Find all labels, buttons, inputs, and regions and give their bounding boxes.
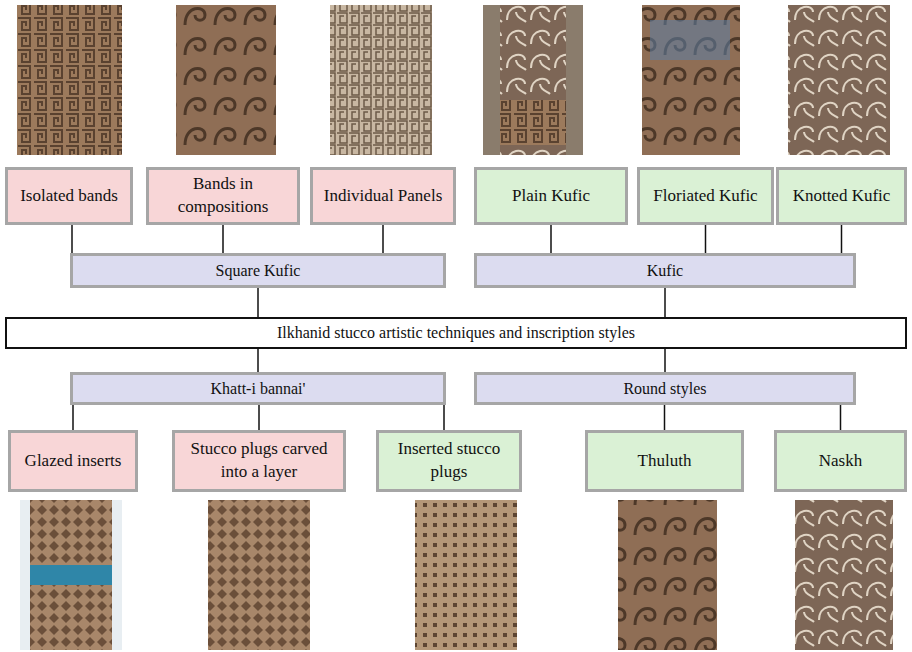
style-box: Plain Kufic (474, 167, 628, 225)
box-label: Square Kufic (216, 261, 301, 280)
connector-line (664, 349, 666, 372)
connector-line (257, 349, 259, 372)
connector-line (222, 225, 224, 253)
box-label: Knotted Kufic (793, 185, 891, 208)
connector-line (841, 225, 843, 253)
connector-line (664, 288, 666, 317)
box-label: Round styles (623, 379, 706, 398)
style-box: Floriated Kufic (637, 167, 774, 225)
connector-line (382, 225, 384, 253)
category-box: Round styles (474, 372, 856, 405)
box-label: Floriated Kufic (653, 185, 757, 208)
box-label: Isolated bands (20, 185, 118, 208)
connector-line (257, 288, 259, 317)
box-label: Plain Kufic (512, 185, 590, 208)
box-label: Individual Panels (324, 185, 443, 208)
box-label: Kufic (647, 261, 683, 280)
technique-box: Individual Panels (310, 167, 456, 225)
connector-line (840, 405, 842, 430)
root-box: Ilkhanid stucco artistic techniques and … (5, 317, 907, 349)
style-box: Thuluth (585, 430, 744, 492)
connector-line (550, 225, 552, 253)
connector-line (443, 405, 445, 430)
connector-line (664, 405, 666, 430)
connector-line (71, 225, 73, 253)
technique-box: Isolated bands (5, 167, 133, 225)
technique-box: Glazed inserts (8, 430, 138, 492)
box-label: Bands in compositions (155, 173, 291, 219)
box-label: Thuluth (638, 450, 692, 473)
style-box: Naskh (774, 430, 907, 492)
box-label: Khatt-i bannai' (211, 379, 306, 398)
technique-box: Stucco plugs carved into a layer (172, 430, 346, 492)
box-label: Glazed inserts (25, 450, 122, 473)
category-box: Square Kufic (70, 253, 446, 288)
category-box: Khatt-i bannai' (70, 372, 446, 405)
box-label: Inserted stucco plugs (385, 438, 513, 484)
connector-line (705, 225, 707, 253)
technique-box: Bands in compositions (146, 167, 300, 225)
connector-line (72, 405, 74, 430)
box-label: Naskh (819, 450, 862, 473)
style-box: Inserted stucco plugs (376, 430, 522, 492)
connector-line (258, 405, 260, 430)
style-box: Knotted Kufic (776, 167, 907, 225)
category-box: Kufic (474, 253, 856, 288)
box-label: Ilkhanid stucco artistic techniques and … (277, 323, 635, 342)
box-label: Stucco plugs carved into a layer (181, 438, 337, 484)
